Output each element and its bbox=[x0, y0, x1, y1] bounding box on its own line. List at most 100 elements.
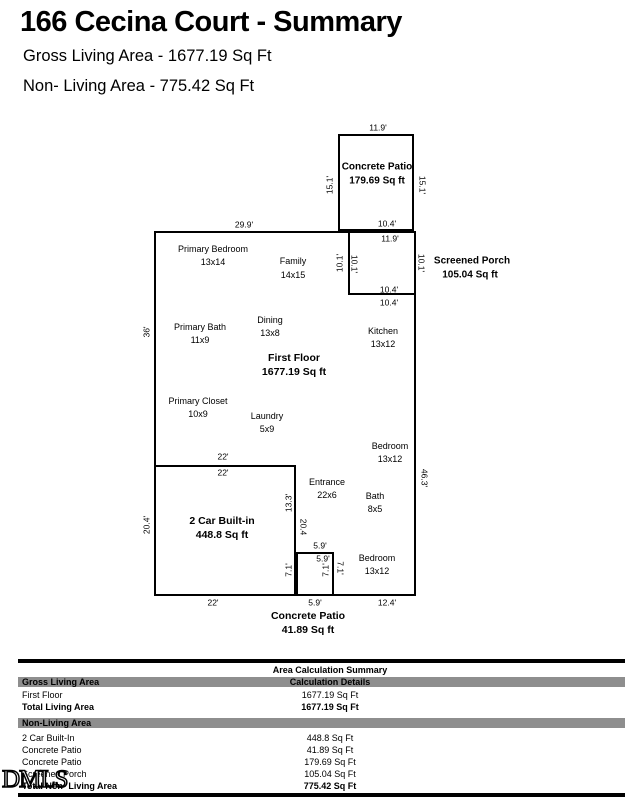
calculation-details-header: Calculation Details bbox=[289, 677, 371, 687]
plan-label: 11.9' bbox=[381, 233, 399, 244]
plan-label: 13x12 bbox=[377, 454, 403, 465]
row-label: First Floor bbox=[22, 690, 63, 700]
row-label: 2 Car Built-In bbox=[22, 733, 75, 743]
row-label: Concrete Patio bbox=[22, 757, 82, 767]
plan-label: 13.3' bbox=[283, 493, 294, 513]
non-living-area-line: Non- Living Area - 775.42 Sq Ft bbox=[23, 77, 255, 95]
row-label: Total Non- Living Area bbox=[22, 781, 118, 791]
plan-label: 5.9' bbox=[316, 553, 330, 564]
plan-label: 448.8 Sq ft bbox=[195, 529, 249, 542]
non-living-header-row: Non-Living Area bbox=[18, 718, 625, 728]
plan-label: Primary Bath bbox=[173, 322, 227, 333]
non-living-area-header: Non-Living Area bbox=[22, 718, 92, 728]
garage-outline bbox=[154, 465, 296, 596]
row-value: 41.89 Sq Ft bbox=[306, 745, 354, 755]
gross-living-area-header: Gross Living Area bbox=[22, 677, 100, 687]
plan-label: Bedroom bbox=[358, 553, 396, 564]
plan-label: Primary Closet bbox=[168, 396, 228, 407]
plan-label: Bedroom bbox=[371, 441, 409, 452]
row-value: 448.8 Sq Ft bbox=[306, 733, 354, 743]
plan-label: 7.1' bbox=[320, 563, 331, 577]
plan-label: 22x6 bbox=[317, 490, 337, 501]
table-row: 2 Car Built-In 448.8 Sq Ft bbox=[18, 732, 625, 744]
plan-label: 12.4' bbox=[377, 597, 397, 608]
plan-label: 10.4' bbox=[379, 297, 399, 308]
plan-label: 11x9 bbox=[190, 335, 210, 346]
row-value: 775.42 Sq Ft bbox=[303, 781, 357, 791]
row-label: Screened Porch bbox=[22, 769, 87, 779]
plan-label: 14x15 bbox=[280, 270, 306, 281]
plan-label: 22' bbox=[207, 597, 219, 608]
plan-label: Primary Bedroom bbox=[177, 244, 249, 255]
plan-label: 5.9' bbox=[308, 597, 322, 608]
row-label: Concrete Patio bbox=[22, 745, 82, 755]
page-title: 166 Cecina Court - Summary bbox=[20, 6, 402, 38]
gross-living-header-row: Gross Living Area Calculation Details bbox=[18, 677, 625, 687]
plan-label: 41.89 Sq ft bbox=[281, 624, 335, 637]
plan-label: 10.1' bbox=[334, 253, 345, 273]
plan-label: 5.9' bbox=[313, 540, 327, 551]
plan-label: 46.3' bbox=[419, 468, 430, 488]
plan-label: 13x12 bbox=[364, 566, 390, 577]
plan-label: Laundry bbox=[250, 411, 284, 422]
table-bottom-border bbox=[18, 793, 625, 797]
plan-label: 15.1' bbox=[324, 175, 335, 195]
plan-label: Concrete Patio bbox=[270, 610, 346, 623]
plan-label: Screened Porch bbox=[433, 255, 511, 267]
table-top-border bbox=[18, 659, 625, 663]
plan-label: Bath bbox=[365, 491, 385, 502]
plan-label: Concrete Patio bbox=[341, 161, 413, 173]
table-row: Total Non- Living Area 775.42 Sq Ft bbox=[18, 780, 625, 793]
plan-label: Family bbox=[279, 256, 307, 267]
concrete-patio-bottom-outline bbox=[296, 552, 334, 596]
plan-label: 5x9 bbox=[259, 424, 275, 435]
row-value: 1677.19 Sq Ft bbox=[301, 690, 359, 700]
gross-living-area-line: Gross Living Area - 1677.19 Sq Ft bbox=[23, 47, 272, 65]
plan-label: 11.9' bbox=[369, 122, 387, 133]
plan-label: 10x9 bbox=[188, 409, 208, 420]
concrete-patio-top-outline bbox=[338, 134, 414, 231]
plan-label: Dining bbox=[257, 315, 283, 326]
plan-label: 13x8 bbox=[260, 328, 280, 339]
table-title: Area Calculation Summary bbox=[272, 665, 388, 675]
plan-label: 10.1' bbox=[416, 253, 427, 273]
row-value: 1677.19 Sq Ft bbox=[301, 702, 359, 712]
table-row: Concrete Patio 179.69 Sq Ft bbox=[18, 756, 625, 768]
plan-label: 13x14 bbox=[200, 257, 226, 268]
table-row: Concrete Patio 41.89 Sq Ft bbox=[18, 744, 625, 756]
plan-label: 179.69 Sq ft bbox=[349, 175, 405, 187]
table-title-row: Area Calculation Summary bbox=[18, 663, 625, 677]
plan-label: 8x5 bbox=[367, 504, 383, 515]
plan-label: 10.4' bbox=[377, 218, 397, 229]
plan-label: 36' bbox=[141, 326, 152, 338]
area-calculation-table: Area Calculation Summary Gross Living Ar… bbox=[18, 659, 625, 797]
table-row: Total Living Area 1677.19 Sq Ft bbox=[18, 701, 625, 714]
plan-label: 20.4' bbox=[141, 515, 152, 535]
plan-label: 22' bbox=[217, 467, 229, 478]
row-value: 179.69 Sq Ft bbox=[304, 757, 356, 767]
plan-label: 20.4 bbox=[298, 518, 309, 536]
screened-porch-outline bbox=[348, 231, 416, 295]
table-row: First Floor 1677.19 Sq Ft bbox=[18, 689, 625, 701]
plan-label: 105.04 Sq ft bbox=[442, 269, 498, 281]
plan-label: 10.4' bbox=[379, 284, 399, 295]
plan-label: 29.9' bbox=[234, 219, 254, 230]
plan-label: 7.1' bbox=[335, 561, 346, 575]
plan-label: 13x12 bbox=[370, 339, 396, 350]
watermark: DMLS bbox=[1, 765, 69, 794]
plan-label: First Floor bbox=[268, 352, 320, 365]
plan-label: Kitchen bbox=[367, 326, 399, 337]
plan-label: 7.1' bbox=[283, 563, 294, 577]
table-row: Screened Porch 105.04 Sq Ft bbox=[18, 768, 625, 780]
plan-label: 1677.19 Sq ft bbox=[261, 366, 327, 379]
row-label: Total Living Area bbox=[22, 702, 95, 712]
plan-label: 15.1' bbox=[417, 175, 428, 195]
plan-label: 2 Car Built-in bbox=[189, 515, 255, 528]
row-value: 105.04 Sq Ft bbox=[304, 769, 356, 779]
plan-label: Entrance bbox=[308, 477, 346, 488]
plan-label: 10.1' bbox=[349, 254, 360, 274]
non-living-rows: 2 Car Built-In 448.8 Sq Ft Concrete Patio 4… bbox=[18, 728, 625, 793]
